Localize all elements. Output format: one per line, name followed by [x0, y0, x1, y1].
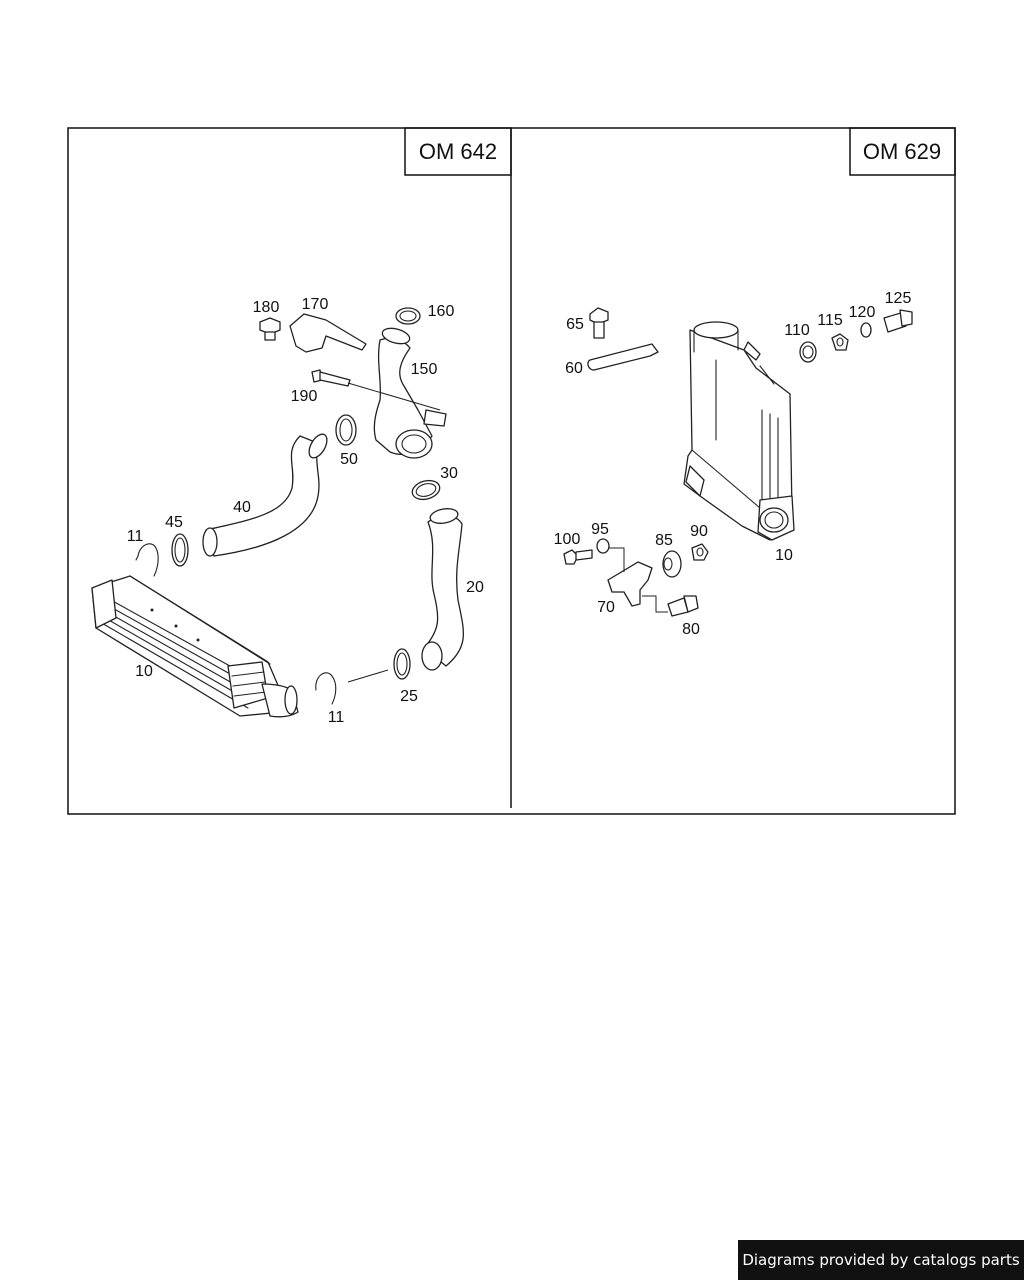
- part-45-ring: [171, 533, 189, 567]
- label-110: 110: [784, 322, 810, 339]
- part-90-sleeve: [691, 543, 709, 561]
- part-110-mount: [799, 341, 817, 363]
- part-125-bolt: [883, 309, 913, 333]
- part-60-bracket: [587, 343, 659, 371]
- part-115-sleeve: [831, 333, 849, 351]
- part-160-ring: [395, 307, 421, 325]
- part-11-clamp-lower: [315, 672, 337, 705]
- part-10-intercooler: [683, 321, 795, 541]
- label-25: 25: [400, 688, 418, 705]
- label-90: 90: [690, 523, 708, 540]
- credit-banner: Diagrams provided by catalogs parts: [738, 1240, 1024, 1280]
- part-170-bracket: [289, 313, 367, 353]
- label-170: 170: [302, 296, 329, 313]
- part-30-ring: [411, 479, 441, 501]
- label-100: 100: [554, 531, 581, 548]
- part-85-mount: [662, 550, 682, 578]
- part-120-washer: [860, 322, 872, 338]
- part-80-bolt: [667, 595, 699, 617]
- part-65-bolt: [589, 307, 609, 339]
- label-30: 30: [440, 465, 458, 482]
- label-20: 20: [466, 579, 484, 596]
- label-180: 180: [253, 299, 280, 316]
- part-11-clamp: [137, 543, 159, 577]
- part-100-bolt: [563, 549, 593, 565]
- part-180-bolt: [259, 317, 281, 341]
- label-95: 95: [591, 521, 609, 538]
- label-45: 45: [165, 514, 183, 531]
- om629-parts: 65 60 110 115 120 125 100 95 85 90 70 80…: [554, 290, 913, 638]
- label-190: 190: [291, 388, 318, 405]
- part-20-hose: [421, 508, 465, 671]
- part-70-bracket: [607, 561, 653, 607]
- label-11-lower: 11: [328, 709, 345, 726]
- label-80: 80: [682, 621, 700, 638]
- panel-title-box-om629: [849, 127, 956, 176]
- panel-title-om642: OM 642: [419, 139, 497, 164]
- label-60: 60: [565, 360, 583, 377]
- label-120: 120: [849, 304, 876, 321]
- label-10: 10: [775, 547, 793, 564]
- part-95-washer: [596, 538, 610, 554]
- part-150-throttle-housing: [373, 327, 447, 459]
- label-150: 150: [411, 361, 438, 378]
- om642-parts: 180 170 160 150 190 50 30 40 45 11 20 10…: [91, 296, 484, 726]
- label-70: 70: [597, 599, 615, 616]
- label-40: 40: [233, 499, 251, 516]
- label-115: 115: [817, 312, 843, 329]
- label-65: 65: [566, 316, 584, 333]
- label-11: 11: [127, 528, 144, 545]
- label-50: 50: [340, 451, 358, 468]
- credit-text: Diagrams provided by catalogs parts: [742, 1251, 1020, 1269]
- label-10: 10: [135, 663, 153, 680]
- label-160: 160: [428, 303, 455, 320]
- panel-title-om629: OM 629: [863, 139, 941, 164]
- panel-title-box-om642: [404, 127, 512, 176]
- part-190-bolt: [311, 369, 351, 387]
- part-10-intercooler: [91, 575, 299, 718]
- label-125: 125: [885, 290, 912, 307]
- part-40-hose: [202, 433, 328, 557]
- label-85: 85: [655, 532, 673, 549]
